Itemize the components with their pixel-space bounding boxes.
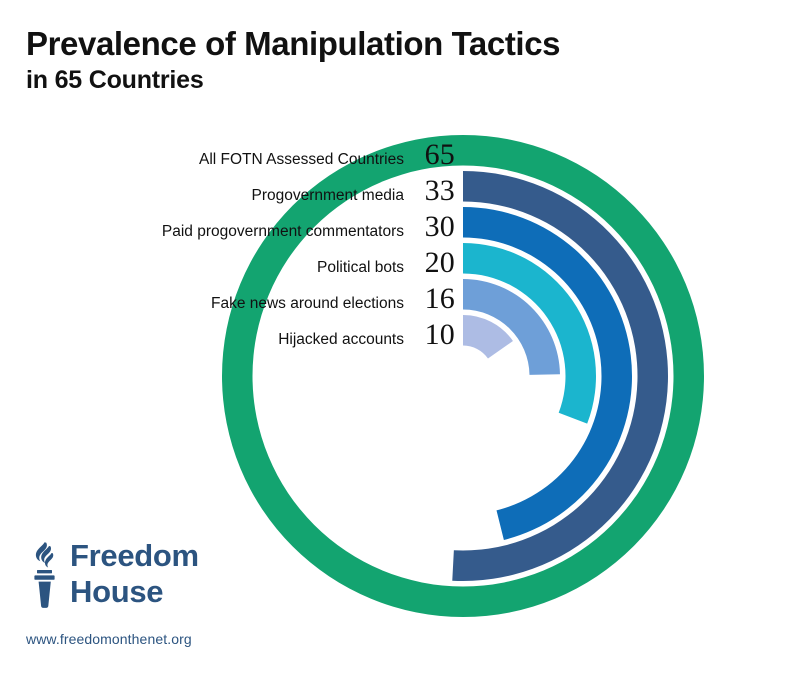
category-value: 33 [424, 174, 455, 207]
category-value: 65 [424, 138, 455, 171]
page-title: Prevalence of Manipulation Tactics [26, 25, 561, 62]
list-item: Paid progovernment commentators 30 [162, 212, 455, 242]
list-item: All FOTN Assessed Countries 65 [199, 140, 455, 170]
category-value: 16 [424, 282, 455, 315]
logo-line-two: House [70, 574, 164, 609]
arc-series [222, 135, 704, 617]
category-value: 20 [424, 246, 455, 279]
category-value: 10 [424, 318, 455, 351]
list-item: Political bots 20 [317, 248, 455, 278]
list-item: Hijacked accounts 10 [278, 320, 455, 350]
freedom-house-logo: Freedom House www.freedomonthenet.org [24, 540, 199, 647]
radial-bar-segment [452, 171, 668, 581]
category-value: 30 [424, 210, 455, 243]
category-label: Paid progovernment commentators [161, 223, 404, 240]
torch-icon [34, 542, 55, 608]
logo-line-one: Freedom [70, 538, 199, 573]
list-item: Fake news around elections 16 [211, 284, 455, 314]
radial-bar-segment [463, 243, 596, 424]
category-label: Fake news around elections [210, 295, 404, 312]
radial-bar-segment [463, 279, 560, 375]
category-label: Hijacked accounts [278, 331, 404, 348]
logo-url: www.freedomonthenet.org [26, 631, 192, 647]
radial-bar-segment [463, 315, 513, 359]
radial-bar-segment [463, 207, 632, 540]
list-item: Progovernment media 33 [252, 176, 456, 206]
category-label: Political bots [316, 259, 404, 276]
category-label: All FOTN Assessed Countries [198, 151, 404, 168]
page-subtitle: in 65 Countries [26, 66, 204, 94]
category-label: Progovernment media [251, 187, 405, 204]
title-block: Prevalence of Manipulation Tactics in 65… [26, 24, 726, 97]
